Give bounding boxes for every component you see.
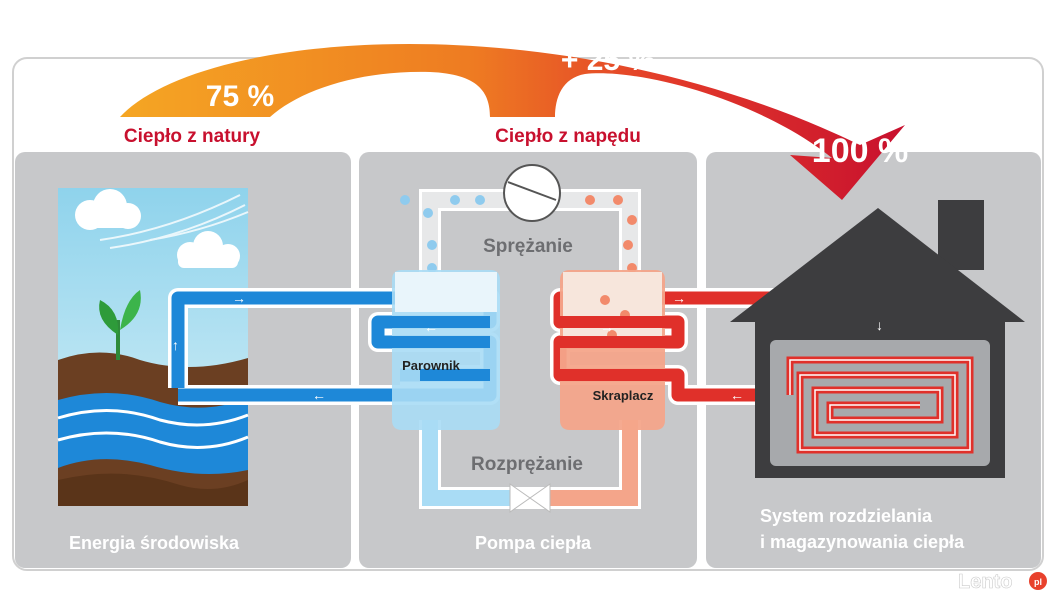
compressor-icon — [503, 164, 561, 222]
evaporator-label: Parownik — [402, 358, 461, 373]
panel-heat-pump — [359, 152, 697, 568]
drive-label: Ciepło z napędu — [495, 126, 641, 147]
flow-arrows: → ← ← ↑ → → ← ↓ — [172, 290, 883, 403]
system-title-line1: System rozdzielania — [760, 506, 933, 526]
lento-watermark: Lento pl — [958, 571, 1047, 593]
condenser-label: Skraplacz — [593, 388, 654, 403]
compression-label: Sprężanie — [483, 236, 573, 257]
arrow-left-icon: ← — [312, 387, 326, 403]
arrow-right-icon: → — [232, 290, 246, 306]
arrow-up-icon: ↑ — [172, 337, 179, 353]
system-title-line2: i magazynowania ciepła — [760, 532, 965, 552]
nature-percent: 75 % — [206, 80, 274, 113]
total-percent: 100 % — [812, 132, 908, 170]
cloud-icon — [75, 189, 141, 230]
arrow-right-icon: → — [600, 319, 614, 335]
heat-flow-arrow — [120, 43, 905, 201]
environment-title: Energia środowiska — [69, 533, 240, 553]
arrow-down-icon: ↓ — [876, 317, 883, 333]
chimney — [938, 200, 984, 270]
cloud-icon — [177, 231, 240, 268]
drive-percent: + 25 % — [561, 44, 655, 77]
svg-text:pl: pl — [1034, 577, 1042, 587]
plant-icon — [99, 290, 141, 360]
arrow-left-icon: ← — [730, 387, 744, 403]
arrow-left-icon: ← — [424, 319, 438, 335]
arrow-right-icon: → — [672, 290, 686, 306]
compressor-circuit — [378, 164, 678, 513]
expansion-valve-icon — [509, 483, 551, 513]
wind-icon — [99, 194, 249, 249]
svg-text:Lento: Lento — [958, 571, 1012, 593]
house-illustration — [730, 200, 1025, 478]
expansion-label: Rozprężanie — [471, 454, 583, 475]
nature-label: Ciepło z natury — [124, 126, 261, 147]
environment-illustration — [57, 188, 249, 506]
heat-pump-title: Pompa ciepła — [475, 533, 592, 553]
